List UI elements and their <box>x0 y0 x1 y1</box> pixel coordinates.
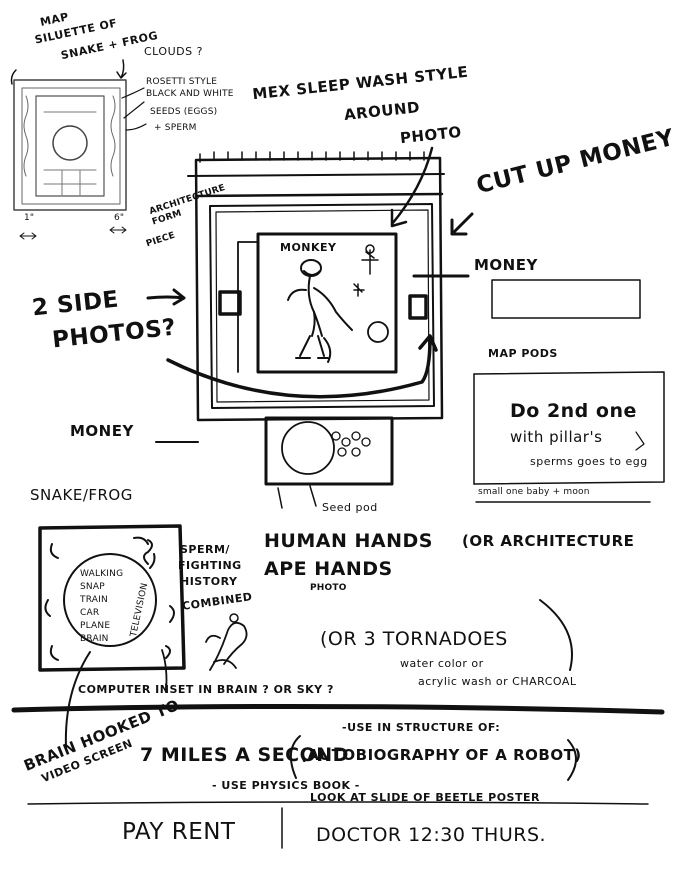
sperm-line3: HISTORY <box>180 575 238 588</box>
money-left-label: MONEY <box>70 422 134 440</box>
tornado-bracket <box>539 599 573 671</box>
hands-line1: HUMAN HANDS <box>264 530 433 552</box>
right-box-footer: small one baby + moon <box>478 487 590 497</box>
use-structure-label: -USE IN STRUCTURE OF: <box>342 721 501 734</box>
seeds-label-line2: + SPERM <box>154 123 197 133</box>
monkey-label: MONKEY <box>280 241 337 254</box>
snake-list-item-4: CAR <box>80 608 100 618</box>
map-pods-label: MAP PODS <box>488 347 558 360</box>
water-line2: acrylic wash or CHARCOAL <box>418 675 577 688</box>
snake-list-item-3: TRAIN <box>80 595 108 605</box>
thick-divider <box>11 703 665 715</box>
hands-line2: APE HANDS <box>264 558 393 580</box>
beetle-poster-label: LOOK AT SLIDE OF BEETLE POSTER <box>310 791 540 804</box>
seed-pod-label: Seed pod <box>322 501 378 514</box>
snake-frog-title: SNAKE/FROG <box>30 486 133 504</box>
tornadoes-label: (OR 3 TORNADOES <box>320 628 508 650</box>
snake-list-item-6: BRAIN <box>80 634 109 644</box>
physics-book-label: - USE PHYSICS BOOK - <box>212 779 360 792</box>
map-sketch-drawing <box>10 59 147 240</box>
seeds-label-line1: SEEDS (EGGS) <box>150 107 218 117</box>
or-architecture-label: (OR ARCHITECTURE <box>462 532 635 550</box>
hands-photo-label: PHOTO <box>310 583 347 593</box>
seven-miles-label: 7 MILES A SECOND <box>140 744 349 766</box>
dim-left-label: 1" <box>24 213 35 223</box>
water-line1: water color or <box>400 657 484 670</box>
bottom-area-drawing <box>27 735 649 849</box>
sperm-line2: FIGHTING <box>178 559 242 572</box>
autobiography-title: (AUTOBIOGRAPHY OF A ROBOT) <box>300 746 582 764</box>
main-frame-drawing <box>146 146 474 509</box>
clouds-label: CLOUDS ? <box>144 45 203 58</box>
money-right-label: MONEY <box>474 256 538 274</box>
monkey-figure <box>287 259 353 363</box>
sperm-line1: SPERM/ <box>180 543 230 556</box>
snake-list-item-5: PLANE <box>80 621 111 631</box>
snake-frog-drawing <box>38 524 248 749</box>
snake-list-item-1: WALKING <box>80 569 124 579</box>
dim-right-label: 6" <box>114 213 125 223</box>
right-box-line3: sperms goes to egg <box>530 455 648 468</box>
snake-list-item-2: SNAP <box>80 582 105 592</box>
right-box-line2: with pillar's <box>510 428 603 446</box>
computer-inset-label: COMPUTER INSET IN BRAIN ? OR SKY ? <box>78 683 334 696</box>
rosetti-label-line2: BLACK AND WHITE <box>146 89 234 99</box>
doctor-appointment-label: DOCTOR 12:30 THURS. <box>316 824 547 846</box>
right-column-drawing <box>473 279 665 503</box>
right-box-line1: Do 2nd one <box>510 400 637 422</box>
pay-rent-label: PAY RENT <box>122 819 236 845</box>
rosetti-label-line1: ROSETTI STYLE <box>146 77 218 87</box>
